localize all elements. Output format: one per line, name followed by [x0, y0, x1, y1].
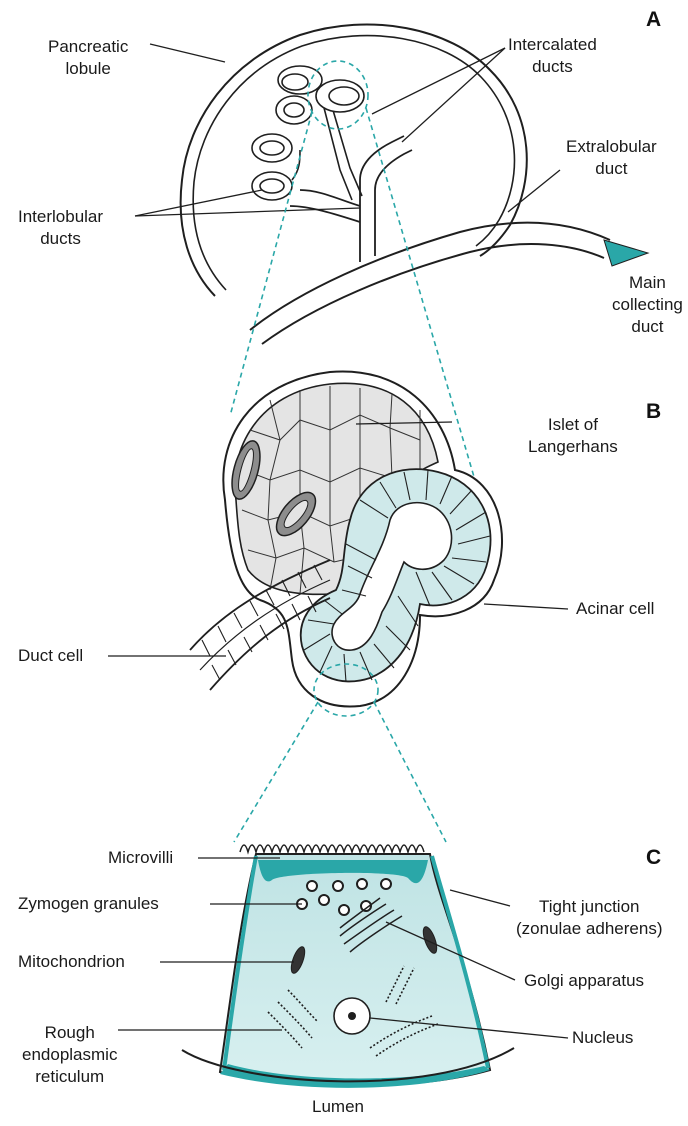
golgi-apparatus-label: Golgi apparatus: [524, 970, 644, 992]
lumen-label: Lumen: [312, 1096, 364, 1118]
panel-c-acinar-cell: [118, 845, 568, 1088]
duct-cell-label: Duct cell: [18, 645, 83, 667]
duct-arrow-icon: [604, 240, 648, 266]
tight-junction-label: Tight junction(zonulae adherens): [516, 896, 662, 940]
mitochondrion-label: Mitochondrion: [18, 951, 125, 973]
panel-a-label: A: [646, 8, 661, 32]
zymogen-granules-label: Zymogen granules: [18, 893, 159, 915]
panel-c-label: C: [646, 846, 661, 870]
microvilli-label: Microvilli: [108, 847, 173, 869]
acinar-cell-label: Acinar cell: [576, 598, 654, 620]
panel-b-acinus: [108, 371, 568, 706]
panel-b-label: B: [646, 400, 661, 424]
nucleus-label: Nucleus: [572, 1027, 633, 1049]
